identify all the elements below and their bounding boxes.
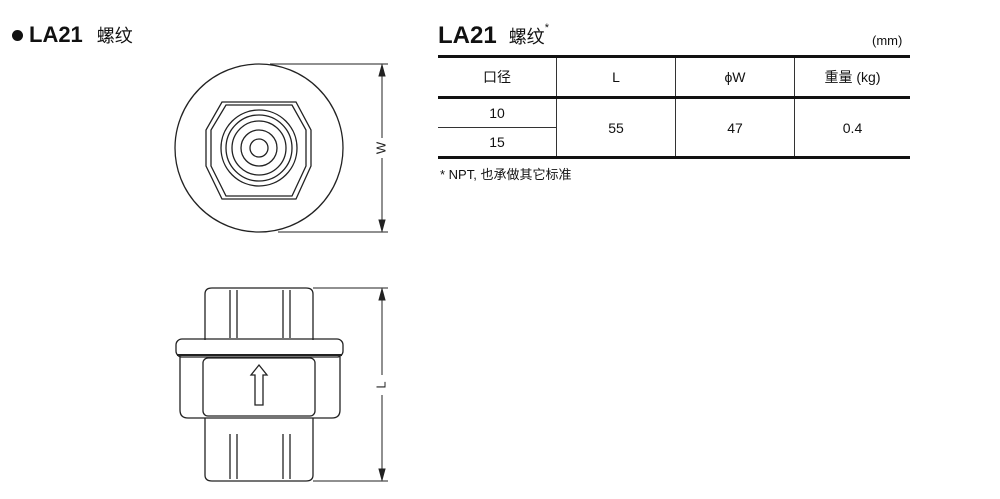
unit-label: (mm) <box>872 33 903 48</box>
connection-type: 螺纹 <box>508 27 545 47</box>
dimension-l <box>313 287 388 482</box>
bullet-icon <box>12 29 23 41</box>
w-cell: 47 <box>675 97 795 158</box>
dimension-l-label: L <box>373 381 388 388</box>
dimension-w-label: W <box>373 141 388 154</box>
header-w: ϕW <box>675 56 795 98</box>
footnote: * NPT, 也承做其它标准 <box>440 167 572 182</box>
table-title: LA21 螺纹* <box>438 22 549 50</box>
table-row: 10 55 47 0.4 <box>438 97 910 158</box>
table-row: 15 <box>438 128 910 158</box>
side-view <box>175 287 344 482</box>
weight-cell: 0.4 <box>794 97 910 158</box>
top-view <box>174 63 344 233</box>
size-cell: 15 <box>489 134 505 150</box>
header-size: 口径 <box>483 69 511 85</box>
footnote-mark: * <box>544 22 549 34</box>
model-name: LA21 <box>438 22 497 49</box>
dimension-w <box>270 63 388 233</box>
section-title: LA21 螺纹 <box>12 22 133 48</box>
size-cell: 10 <box>438 97 557 128</box>
connection-type: 螺纹 <box>96 26 133 46</box>
spec-table: 口径 L ϕW 重量 (kg) 10 55 47 0.4 15 <box>438 55 910 159</box>
header-l: L <box>556 56 676 98</box>
header-weight: 重量 (kg) <box>794 56 910 98</box>
l-cell: 55 <box>556 97 676 158</box>
model-name: LA21 <box>29 22 83 47</box>
